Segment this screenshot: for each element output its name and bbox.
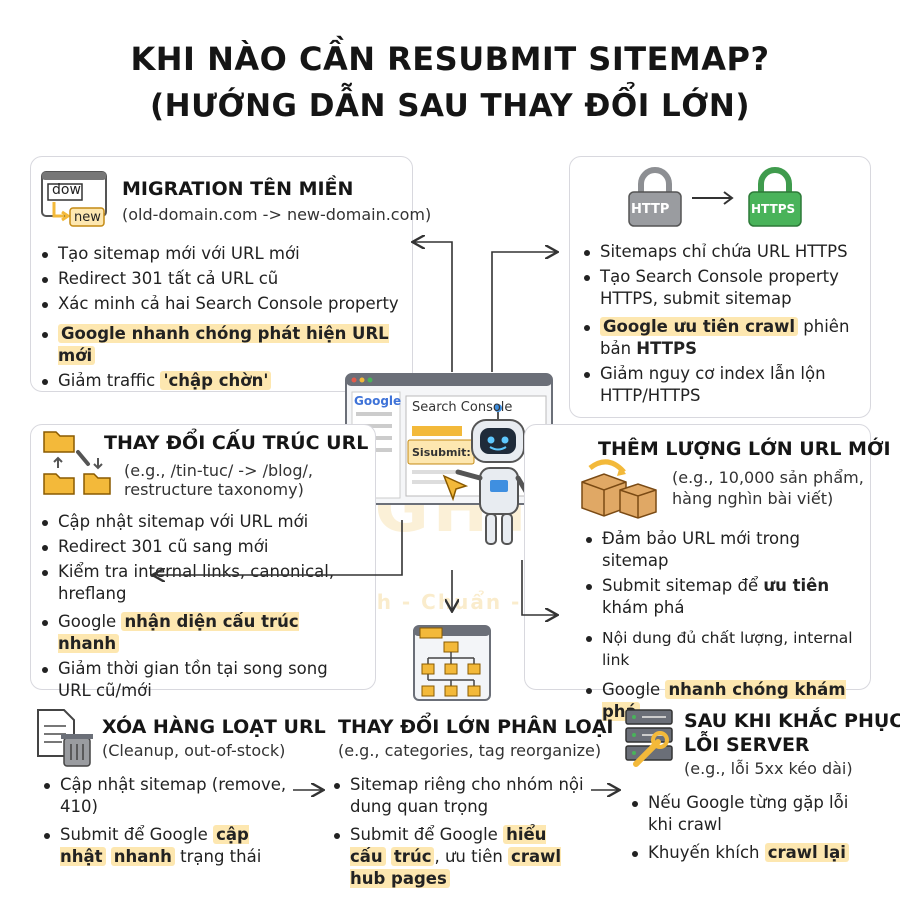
migration-subtitle: (old-domain.com -> new-domain.com) xyxy=(122,205,432,224)
list-item: Submit để Google hiểu cấu trúc, ưu tiên … xyxy=(330,824,585,890)
server-subtitle: (e.g., lỗi 5xx kéo dài) xyxy=(684,759,853,778)
taxonomy-subtitle: (e.g., categories, tag reorganize) xyxy=(338,741,602,760)
list-item: Cập nhật sitemap (remove, 410) xyxy=(40,774,290,818)
server-title-2: LỖI SERVER xyxy=(684,734,810,756)
domain-migration-icon xyxy=(41,171,107,227)
page-subtitle: (HƯỚNG DẪN SAU THAY ĐỔI LỚN) xyxy=(149,88,751,124)
arrow-right-icon xyxy=(692,191,734,205)
list-item: Nội dung đủ chất lượng, internal link xyxy=(582,627,867,671)
lock-https-icon xyxy=(748,167,802,227)
taxonomy-bullets: Sitemap riêng cho nhóm nội dung quan trọ… xyxy=(330,774,585,893)
url-structure-bullets: Cập nhật sitemap với URL mới Redirect 30… xyxy=(38,511,338,705)
server-wrench-icon xyxy=(625,709,673,767)
submit-label: Sisubmit: xyxy=(412,446,471,459)
icon-new-label: new xyxy=(74,210,101,225)
list-item: Google nhanh chóng phát hiện URL mới xyxy=(38,323,408,367)
list-item: Nếu Google từng gặp lỗi khi crawl xyxy=(628,792,868,836)
list-item: Submit để Google cập nhật nhanh trạng th… xyxy=(40,824,290,868)
delete-urls-title: XÓA HÀNG LOẠT URL xyxy=(102,716,326,738)
https-bullets: Sitemaps chỉ chứa URL HTTPS Tạo Search C… xyxy=(580,241,865,410)
https-label: HTTPS xyxy=(751,202,796,216)
url-structure-subtitle-1: (e.g., /tin-tuc/ -> /blog/, xyxy=(124,461,313,480)
search-console-illustration xyxy=(345,373,553,545)
list-item: Tạo Search Console property HTTPS, submi… xyxy=(580,266,865,310)
delete-urls-bullets: Cập nhật sitemap (remove, 410) Submit để… xyxy=(40,774,290,871)
list-item: Redirect 301 cũ sang mới xyxy=(38,536,338,558)
site-tree-icon xyxy=(413,625,491,701)
list-item: Google ưu tiên crawl phiên bản HTTPS xyxy=(580,316,865,360)
boxes-icon xyxy=(581,459,657,519)
card-bulk-urls xyxy=(524,424,871,690)
folder-structure-icon xyxy=(43,431,111,495)
server-title-1: SAU KHI KHẮC PHỤC xyxy=(684,710,900,732)
url-structure-title: THAY ĐỔI CẤU TRÚC URL xyxy=(104,432,369,454)
list-item: Sitemaps chỉ chứa URL HTTPS xyxy=(580,241,865,263)
arrow-to-migration xyxy=(414,242,453,372)
arrow-to-https xyxy=(491,252,556,372)
list-item: Google nhận diện cấu trúc nhanh xyxy=(38,611,338,655)
card-https xyxy=(569,156,871,418)
list-item: Đảm bảo URL mới trong sitemap xyxy=(582,528,867,572)
taxonomy-title: THAY ĐỔI LỚN PHÂN LOẠI xyxy=(338,716,614,738)
list-item: Submit sitemap để ưu tiên khám phá xyxy=(582,575,867,619)
list-item: Giảm traffic 'chập chờn' xyxy=(38,370,408,392)
bulk-urls-subtitle-1: (e.g., 10,000 sản phẩm, xyxy=(672,468,864,487)
trash-document-icon xyxy=(37,709,93,767)
list-item: Xác minh cả hai Search Console property xyxy=(38,293,408,315)
search-console-label: Search Console xyxy=(412,400,513,415)
migration-bullets: Tạo sitemap mới với URL mới Redirect 301… xyxy=(38,243,408,395)
list-item: Tạo sitemap mới với URL mới xyxy=(38,243,408,265)
bulk-urls-bullets: Đảm bảo URL mới trong sitemap Submit sit… xyxy=(582,528,867,726)
icon-old-label: dow xyxy=(52,182,81,198)
list-item: Redirect 301 tất cả URL cũ xyxy=(38,268,408,290)
list-item: Giảm nguy cơ index lẫn lộn HTTP/HTTPS xyxy=(580,363,865,407)
google-logo: Google xyxy=(354,394,402,408)
list-item: Sitemap riêng cho nhóm nội dung quan trọ… xyxy=(330,774,585,818)
server-bullets: Nếu Google từng gặp lỗi khi crawl Khuyến… xyxy=(628,792,868,867)
page-title: KHI NÀO CẦN RESUBMIT SITEMAP? xyxy=(130,40,770,78)
list-item: Giảm thời gian tồn tại song song URL cũ/… xyxy=(38,658,338,702)
http-label: HTTP xyxy=(631,202,670,217)
list-item: Khuyến khích crawl lại xyxy=(628,842,868,864)
migration-title: MIGRATION TÊN MIỀN xyxy=(122,178,354,200)
lock-http-icon xyxy=(628,167,682,227)
bulk-urls-subtitle-2: hàng nghìn bài viết) xyxy=(672,489,834,508)
delete-urls-subtitle: (Cleanup, out-of-stock) xyxy=(102,741,286,760)
url-structure-subtitle-2: restructure taxonomy) xyxy=(124,480,304,499)
list-item: Cập nhật sitemap với URL mới xyxy=(38,511,338,533)
bulk-urls-title: THÊM LƯỢNG LỚN URL MỚI xyxy=(598,438,891,460)
list-item: Kiểm tra internal links, canonical, href… xyxy=(38,561,338,605)
